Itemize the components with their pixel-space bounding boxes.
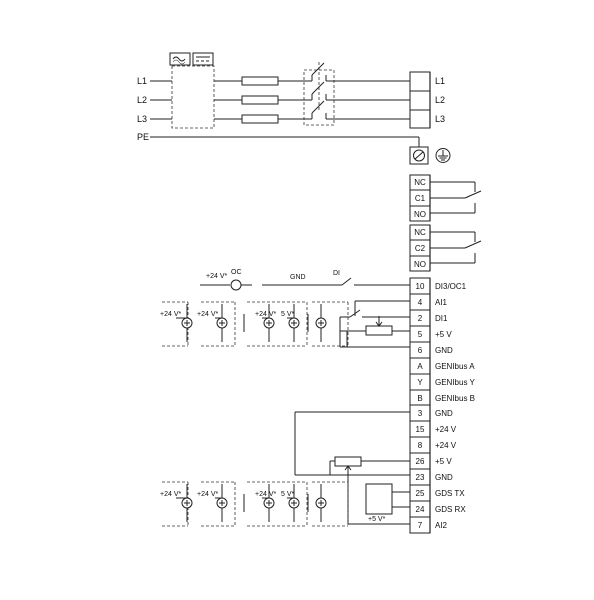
fuse-l1 bbox=[241, 76, 279, 86]
di-switch bbox=[333, 277, 410, 286]
fuse-l2 bbox=[241, 95, 279, 105]
sensor-supply-label: +24 V* bbox=[197, 311, 218, 318]
relay-2-c: C2 bbox=[415, 244, 426, 253]
block-1-terminal-name: GENIbus A bbox=[435, 362, 475, 371]
supply-label-pe: PE bbox=[137, 132, 149, 142]
oc-load-icon bbox=[230, 279, 242, 291]
pe-terminal-icon bbox=[409, 146, 429, 165]
di-label: DI bbox=[333, 270, 340, 277]
emc-filter-box bbox=[171, 65, 215, 129]
gds-sensor bbox=[365, 483, 393, 515]
sensor-supply-label: +24 V* bbox=[160, 311, 181, 318]
terminal-label-l3: L3 bbox=[435, 114, 445, 124]
block-1-terminal-name: DI3/OC1 bbox=[435, 282, 467, 291]
block-2-terminal-number: 26 bbox=[416, 457, 425, 466]
supply-label-l2: L2 bbox=[137, 95, 147, 105]
supply-label-l3: L3 bbox=[137, 114, 147, 124]
terminal-label-l2: L2 bbox=[435, 95, 445, 105]
terminal-label-l1: L1 bbox=[435, 76, 445, 86]
relay-2-no: NO bbox=[414, 260, 426, 269]
block-2-terminal-number: 25 bbox=[416, 489, 425, 498]
block-2-terminal-name: GND bbox=[435, 409, 453, 418]
block-1-terminal-name: GENIbus Y bbox=[435, 378, 476, 387]
mains-terminal-block bbox=[409, 71, 431, 129]
block-2-terminal-name: +5 V bbox=[435, 457, 452, 466]
sensor-inputs-row-2: +24 V* +24 V* +24 V* 5 V* bbox=[160, 481, 349, 527]
sensor-supply-label: 5 V* bbox=[281, 491, 295, 498]
block-1-terminal-number: 5 bbox=[418, 330, 423, 339]
block-1-terminal-number: B bbox=[417, 394, 422, 403]
block-2-terminal-name: +24 V bbox=[435, 441, 457, 450]
block-2-terminal-number: 15 bbox=[416, 425, 425, 434]
earth-ground-icon bbox=[435, 148, 451, 163]
relay-1-nc: NC bbox=[414, 178, 426, 187]
filter-symbol-icon bbox=[169, 52, 191, 66]
block-2-terminal-name: GND bbox=[435, 473, 453, 482]
relay-2-nc: NC bbox=[414, 228, 426, 237]
block-2-terminal-name: +24 V bbox=[435, 425, 457, 434]
signal-terminal-block-1: 10 DI3/OC1 4 AI1 2 DI1 5 +5 V 6 GND A GENIbus A Y GEN… bbox=[409, 277, 476, 407]
oc-supply-label: +24 V* bbox=[206, 273, 227, 280]
block-2-terminal-number: 23 bbox=[416, 473, 425, 482]
sensor-inputs-row-1: +24 V* +24 V* +24 V* 5 V* bbox=[160, 301, 349, 347]
block-2-terminal-name: AI2 bbox=[435, 521, 448, 530]
dc-symbol-icon bbox=[192, 52, 214, 66]
block-1-terminal-name: AI1 bbox=[435, 298, 448, 307]
block-1-terminal-name: +5 V bbox=[435, 330, 452, 339]
block-1-terminal-number: 6 bbox=[418, 346, 423, 355]
supply-label-l1: L1 bbox=[137, 76, 147, 86]
block-1-terminal-name: DI1 bbox=[435, 314, 448, 323]
relay-1-no: NO bbox=[414, 210, 426, 219]
sensor-supply-label: +24 V* bbox=[197, 491, 218, 498]
block-1-terminal-name: GENIbus B bbox=[435, 394, 475, 403]
sensor-supply-label: +24 V* bbox=[255, 311, 276, 318]
block-2-terminal-number: 7 bbox=[418, 521, 423, 530]
block-2-terminal-number: 3 bbox=[418, 409, 423, 418]
sensor-supply-label: 5 V* bbox=[281, 311, 295, 318]
fuse-l3 bbox=[241, 114, 279, 124]
block-1-terminal-number: A bbox=[417, 362, 423, 371]
sensor-supply-label: +24 V* bbox=[160, 491, 181, 498]
gds-supply-label: +5 V* bbox=[368, 516, 386, 523]
block-2-terminal-name: GDS TX bbox=[435, 489, 465, 498]
block-1-terminal-number: 4 bbox=[418, 298, 423, 307]
block-2-terminal-name: GDS RX bbox=[435, 505, 466, 514]
potentiometer-1 bbox=[365, 316, 393, 336]
gnd-label: GND bbox=[290, 274, 306, 281]
block-2-terminal-number: 8 bbox=[418, 441, 423, 450]
block-2-terminal-number: 24 bbox=[416, 505, 425, 514]
potentiometer-2 bbox=[334, 456, 362, 467]
relay-1-c: C1 bbox=[415, 194, 426, 203]
block-1-terminal-name: GND bbox=[435, 346, 453, 355]
block-1-terminal-number: 10 bbox=[416, 282, 425, 291]
block-1-terminal-number: Y bbox=[417, 378, 423, 387]
block-1-terminal-number: 2 bbox=[418, 314, 423, 323]
oc-label: OC bbox=[231, 269, 242, 276]
sensor-supply-label: +24 V* bbox=[255, 491, 276, 498]
main-switch bbox=[303, 62, 335, 126]
